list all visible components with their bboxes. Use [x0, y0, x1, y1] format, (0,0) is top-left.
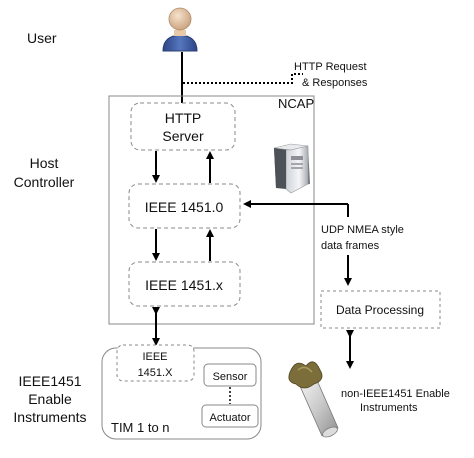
- http-dotted-line: [183, 73, 303, 84]
- tim-ieee-label-line1: IEEE: [142, 351, 167, 363]
- udp-label-line1: UDP NMEA style: [321, 224, 404, 236]
- instruments-label-line2: Enable: [28, 391, 72, 407]
- ieee-1451-x-label: IEEE 1451.x: [145, 277, 223, 293]
- data-processing-box: [320, 290, 441, 329]
- server-icon: [273, 143, 310, 194]
- instruments-label-line3: Instruments: [13, 409, 86, 425]
- http-server-label-line2: Server: [162, 128, 204, 144]
- sensor-box: [203, 363, 257, 387]
- non-ieee-label-line2: Instruments: [360, 402, 418, 414]
- data-processing-label: Data Processing: [336, 303, 424, 317]
- tim-ieee-box: [116, 344, 195, 382]
- instruments-label-line1: IEEE1451: [18, 373, 81, 389]
- ieee-1451-x-box: [128, 261, 241, 307]
- tim-ieee-label-line2: 1451.X: [138, 367, 174, 379]
- ncap-container: [108, 95, 315, 325]
- http-server-label-line1: HTTP: [165, 110, 202, 126]
- user-label: User: [27, 30, 57, 46]
- host-controller-label-line2: Controller: [14, 174, 75, 190]
- ieee-1451-0-box: [128, 183, 241, 229]
- tim-label: TIM 1 to n: [111, 420, 170, 435]
- non-ieee-label-line1: non-IEEE1451 Enable: [341, 388, 450, 400]
- sensor-probe-icon: [288, 361, 339, 438]
- host-controller-label-line1: Host: [30, 155, 59, 171]
- ieee-1451-0-label: IEEE 1451.0: [145, 199, 224, 215]
- udp-label-line2: data frames: [321, 240, 380, 252]
- user-icon: [162, 7, 198, 52]
- actuator-label: Actuator: [210, 412, 251, 424]
- http-request-label-line2: & Responses: [302, 77, 368, 89]
- ncap-label: NCAP: [278, 96, 314, 111]
- http-request-label-line1: HTTP Request: [294, 61, 367, 73]
- actuator-box: [201, 404, 259, 428]
- http-server-box: [130, 102, 236, 151]
- sensor-label: Sensor: [213, 371, 248, 383]
